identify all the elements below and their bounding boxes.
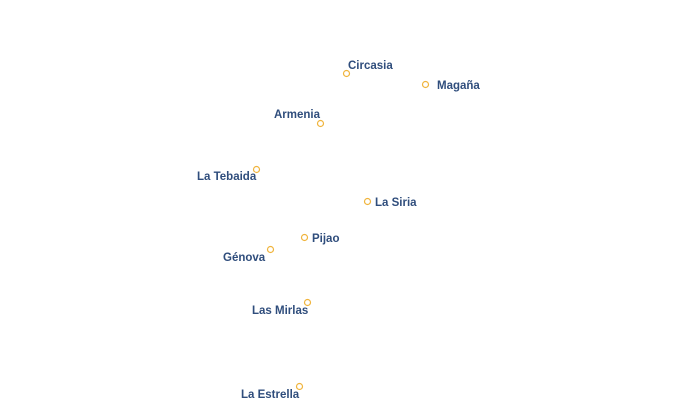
place-marker-pijao[interactable] [300,233,309,242]
place-marker-la-tebaida[interactable] [252,165,261,174]
place-label-genova: Génova [223,252,266,264]
place-label-magana: Magaña [437,80,480,92]
place-marker-armenia[interactable] [316,119,325,128]
place-marker-magana[interactable] [421,80,430,89]
place-la-estrella[interactable]: La Estrella [240,382,304,403]
place-las-mirlas[interactable]: Las Mirlas [251,298,312,319]
place-marker-las-mirlas[interactable] [303,298,312,307]
place-label-circasia: Circasia [348,60,393,72]
place-label-pijao: Pijao [312,233,339,245]
place-armenia[interactable]: Armenia [273,108,325,128]
place-pijao[interactable]: Pijao [300,232,341,247]
place-circasia[interactable]: Circasia [342,59,395,78]
place-magana[interactable]: Magaña [421,79,482,94]
place-la-tebaida[interactable]: La Tebaida [196,165,261,185]
place-label-la-tebaida: La Tebaida [197,171,257,183]
place-label-las-mirlas: Las Mirlas [252,305,308,317]
place-label-la-siria: La Siria [375,197,417,209]
place-la-siria[interactable]: La Siria [363,196,419,211]
place-label-armenia: Armenia [274,109,321,121]
place-marker-circasia[interactable] [342,69,351,78]
place-marker-la-estrella[interactable] [295,382,304,391]
place-genova[interactable]: Génova [222,245,275,266]
place-label-la-estrella: La Estrella [241,389,300,401]
place-marker-genova[interactable] [266,245,275,254]
place-marker-la-siria[interactable] [363,197,372,206]
